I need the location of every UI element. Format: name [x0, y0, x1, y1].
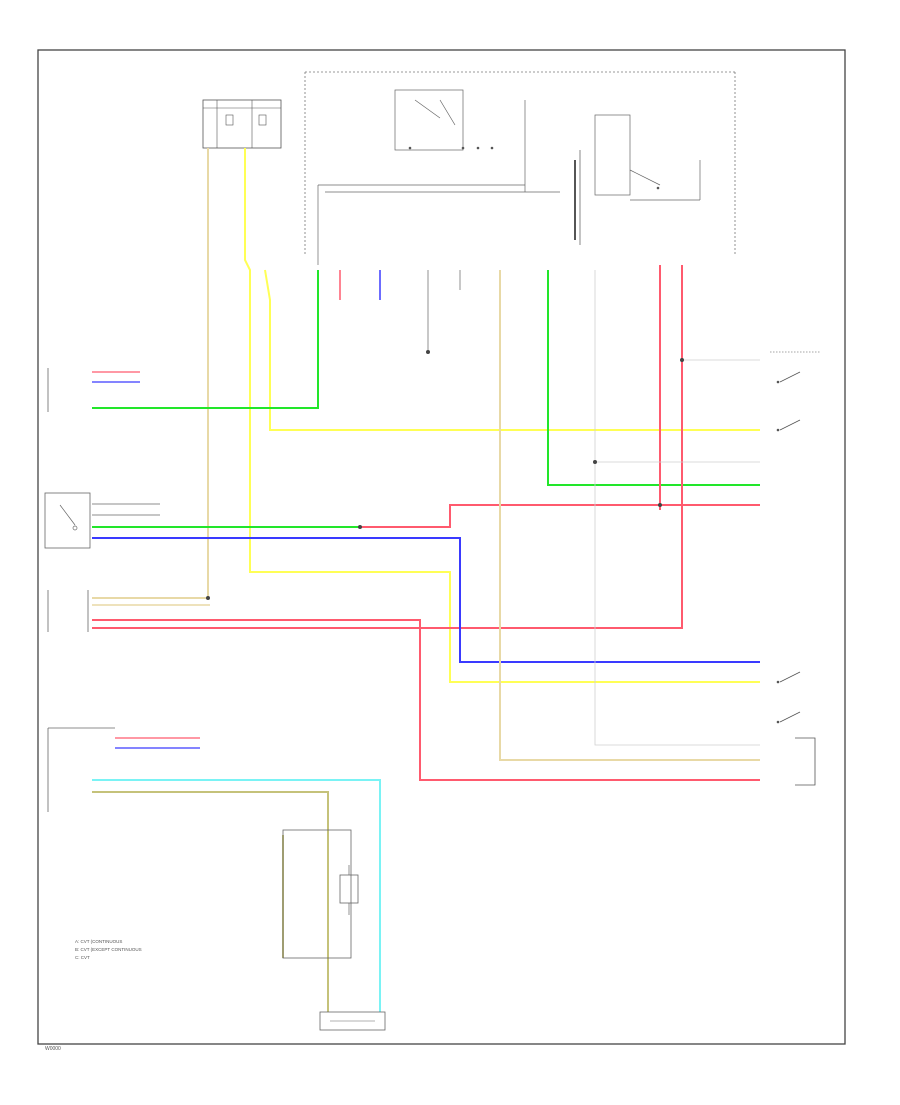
- wire-yellow-left: [244, 148, 760, 683]
- connector-left-2: [44, 492, 160, 549]
- note-line-b: B: CVT (EXCEPT CONTINUOUS: [75, 947, 142, 952]
- wire-gray-thin: [594, 270, 760, 746]
- note-line-c: C: CVT: [75, 955, 90, 960]
- note-line-a: A: CVT (CONTINUOUS: [75, 939, 122, 944]
- wire-olive: [92, 791, 329, 1012]
- wire-tan-right: [92, 270, 760, 761]
- connector-left-4: [47, 727, 200, 812]
- page-id: W0000: [45, 1046, 61, 1052]
- wire-green-top: [92, 270, 760, 528]
- wire-black-thin: [427, 270, 461, 350]
- wire-blue: [92, 270, 760, 663]
- bottom-solenoid-box: [282, 829, 359, 959]
- switch-module-top: [304, 71, 736, 265]
- bottom-connector: [319, 1011, 386, 1031]
- diagram-frame: [37, 49, 846, 1045]
- relay-box-top-left: [202, 99, 282, 149]
- right-switches: [770, 351, 820, 786]
- wire-cyan: [92, 779, 381, 1012]
- wire-tan-vertical: [92, 148, 209, 599]
- connector-left-1: [47, 368, 140, 412]
- wire-red: [92, 265, 760, 781]
- splice-dots: [206, 350, 684, 600]
- connector-left-3: [47, 590, 89, 632]
